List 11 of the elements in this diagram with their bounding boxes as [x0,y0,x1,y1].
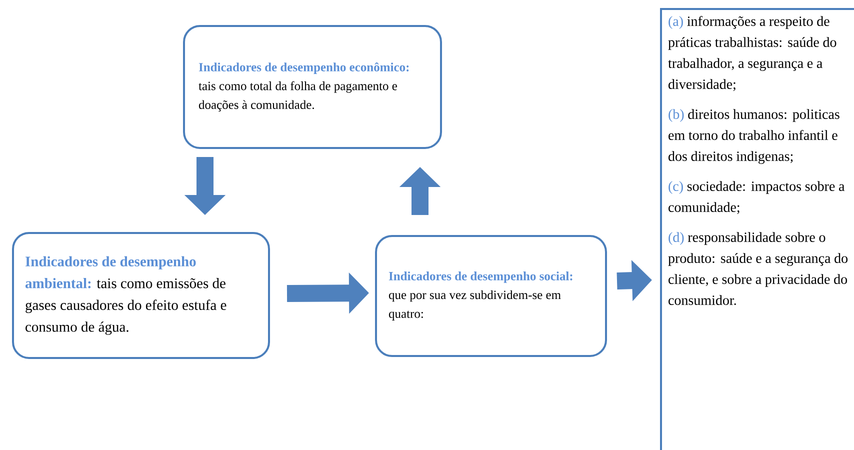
box-text: Indicadores de desempenho ambiental: tais como emissões de gases causadores do efeito estufa e consumo de água. [25,256,226,335]
list-item: (b) direitos humanos: politicas em torno do trabalho infantil e dos direitos indigenas; [668,109,840,164]
box-text: Indicadores de desempenho social: que por sua vez subdividem-se em quatro: [388,272,572,320]
rounded-box [12,232,270,359]
list-item: (a) informações a respeito de práticas trabalhistas: saúde do trabalhador, a segurança e a diversidade; [668,16,836,91]
rounded-box [375,235,607,357]
list-item: (d) responsabilidade sobre o produto: saúde e a segurança do cliente, e sobre a privacidade do consumidor. [668,232,848,306]
list-item: (c) sociedade: impactos sobre a comunidade; [668,181,845,214]
rounded-box [183,25,442,149]
box-text: Indicadores de desempenho econômico: tais como total da folha de pagamento e doações à comunidade. [198,62,409,112]
text-panel [660,8,854,450]
